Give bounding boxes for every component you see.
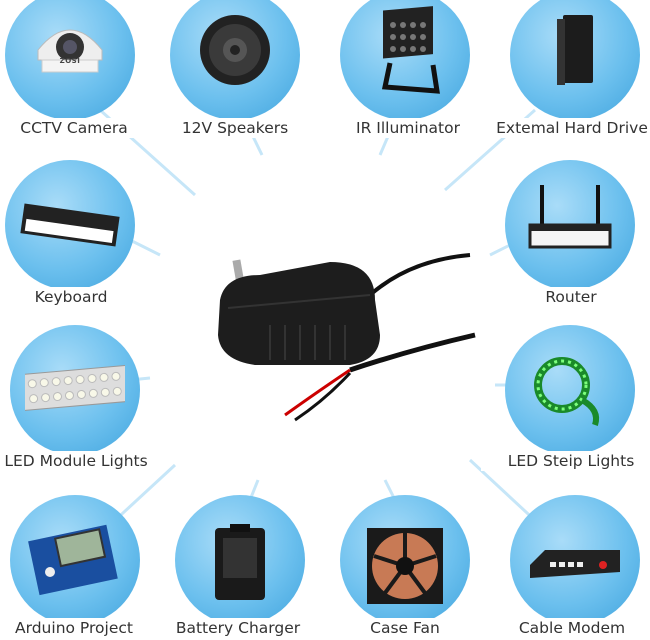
ir-illuminator-circle [340, 0, 470, 120]
device-label: Arduino Project [0, 618, 164, 638]
arduino-board-icon [28, 524, 118, 596]
router-circle [505, 160, 635, 290]
speaker-circle [170, 0, 300, 120]
led-module-icon [25, 364, 125, 412]
device-label: Extemal Hard Drive [482, 118, 650, 138]
device-label: Router [481, 287, 650, 307]
device-label: IR Illuminator [318, 118, 498, 138]
keyboard-icon [20, 203, 120, 247]
device-label: Keyboard [0, 287, 161, 307]
device-label: 12V Speakers [145, 118, 325, 138]
cable-modem-icon [530, 550, 620, 578]
device-label: Cable Modem [482, 618, 650, 638]
battery-charger-icon [215, 524, 265, 600]
led-strip-circle [505, 325, 635, 455]
hard-drive-circle [510, 0, 640, 120]
led-strip-icon [534, 357, 600, 426]
cctv-camera-circle: ZOSI [5, 0, 135, 120]
battery-charger-circle [175, 495, 305, 625]
cctv-camera-icon [37, 29, 103, 73]
hard-drive-icon [557, 15, 593, 85]
ir-illuminator-icon [381, 6, 440, 94]
case-fan-icon [367, 528, 443, 604]
device-label: Case Fan [315, 618, 495, 638]
connector-line [129, 238, 161, 257]
device-label: Battery Charger [148, 618, 328, 638]
arduino-circle [10, 495, 140, 625]
case-fan-circle [340, 495, 470, 625]
connector-line [489, 243, 511, 257]
power-adapter-icon [218, 253, 476, 422]
device-label: LED Steip Lights [481, 451, 650, 471]
led-module-circle [10, 325, 140, 455]
speaker-icon [200, 15, 270, 85]
keyboard-circle [5, 160, 135, 290]
cable-modem-circle [510, 495, 640, 625]
router-icon [528, 185, 612, 249]
camera-brand-text: ZOSI [59, 57, 81, 65]
device-label: LED Module Lights [0, 451, 166, 471]
device-label: CCTV Camera [0, 118, 164, 138]
